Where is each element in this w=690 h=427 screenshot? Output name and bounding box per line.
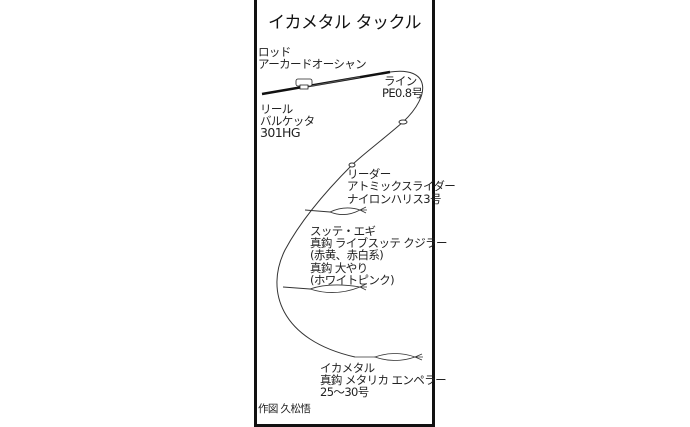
main-line bbox=[276, 70, 424, 358]
leader-name: アトミックスライダー bbox=[347, 179, 456, 193]
metal-label: イカメタル bbox=[320, 361, 375, 375]
sutte-item1: 真鈎 ライブスッテ クジラー bbox=[310, 236, 448, 250]
sutte-item2-color: (ホワイトピンク) bbox=[310, 273, 395, 287]
metal-spec: 25〜30号 bbox=[320, 385, 369, 399]
reel-label: リール bbox=[260, 102, 293, 116]
sutte-item1-color: (赤黄、赤白系) bbox=[310, 248, 384, 262]
egi-icon bbox=[308, 283, 367, 293]
metal-jig-icon bbox=[355, 353, 423, 361]
egi-icon bbox=[328, 206, 367, 215]
rod-label: ロッド bbox=[258, 45, 291, 59]
line-label: ライン bbox=[384, 74, 417, 88]
metal-name: 真鈎 メタリカ エンペラー bbox=[320, 373, 447, 387]
diagram-title: イカメタル タックル bbox=[268, 13, 421, 33]
reel-icon bbox=[295, 78, 313, 90]
swivel-icon bbox=[348, 119, 408, 168]
sutte-label: スッテ・エギ bbox=[310, 224, 376, 238]
branch-line-1 bbox=[304, 209, 331, 213]
credit: 作図 久松悟 bbox=[258, 403, 311, 415]
sutte-item2: 真鈎 大やり bbox=[310, 261, 368, 275]
line-spec: PE0.8号 bbox=[382, 86, 423, 100]
reel-model: 301HG bbox=[260, 125, 301, 140]
leader-label: リーダー bbox=[347, 167, 391, 181]
branch-line-2 bbox=[282, 286, 311, 290]
rod-name: アーカードオーシャン bbox=[258, 57, 367, 71]
reel-name: バルケッタ bbox=[260, 114, 315, 128]
leader-spec: ナイロンハリス3号 bbox=[347, 192, 442, 206]
